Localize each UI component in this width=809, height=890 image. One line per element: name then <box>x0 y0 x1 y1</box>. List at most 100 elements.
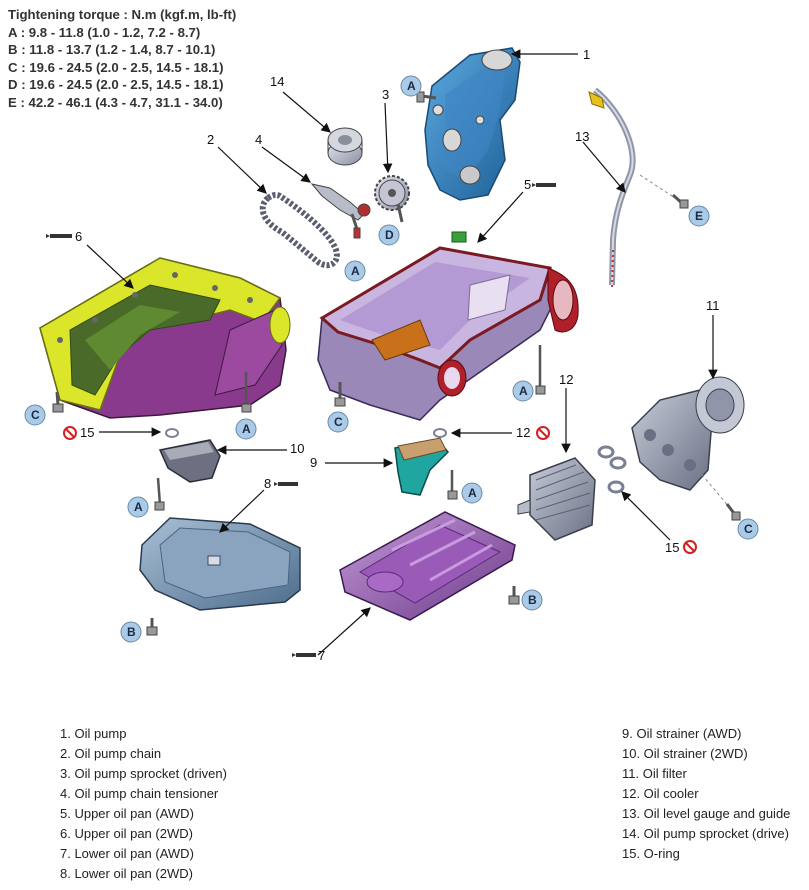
torque-line-a: A : 9.8 - 11.8 (1.0 - 1.2, 7.2 - 8.7) <box>8 24 201 40</box>
o-ring-strainer-2wd <box>165 428 179 438</box>
svg-text:C: C <box>31 408 40 422</box>
torque-line-e: E : 42.2 - 46.1 (4.3 - 4.7, 31.1 - 34.0) <box>8 94 223 110</box>
bolt-a-strainer-awd <box>447 470 458 500</box>
oil-pump <box>424 47 521 201</box>
sealant-tube-icon <box>292 653 316 657</box>
torque-badge-c: C <box>24 404 46 426</box>
oil-strainer-2wd <box>158 439 221 483</box>
callout-14: 14 <box>270 74 284 89</box>
lower-oil-pan-awd <box>339 511 516 621</box>
bolt-a-oil-pump <box>416 91 437 103</box>
oil-level-gauge-and-guide <box>588 87 689 291</box>
torque-spec: Tightening torque : N.m (kgf.m, lb-ft) A… <box>8 6 236 112</box>
legend-item: 5. Upper oil pan (AWD) <box>60 806 194 821</box>
callout-4: 4 <box>255 132 262 147</box>
o-ring-set-right <box>597 445 627 494</box>
legend-item: 15. O-ring <box>622 846 680 861</box>
callout-12b: 12 <box>516 425 530 440</box>
legend-item: 12. Oil cooler <box>622 786 699 801</box>
oil-strainer-awd <box>394 437 450 496</box>
oil-pump-chain-tensioner <box>310 183 371 239</box>
torque-badge-a: A <box>400 75 422 97</box>
upper-oil-pan-2wd <box>39 257 291 419</box>
svg-text:C: C <box>744 522 753 536</box>
parts-legend-left: 1. Oil pump 2. Oil pump chain 3. Oil pum… <box>60 724 227 884</box>
legend-item: 7. Lower oil pan (AWD) <box>60 846 194 861</box>
torque-line-c: C : 19.6 - 24.5 (2.0 - 2.5, 14.5 - 18.1) <box>8 59 224 75</box>
oil-pump-sprocket-drive <box>327 127 363 166</box>
bolt-a-strainer-2wd <box>154 477 165 511</box>
callout-3: 3 <box>382 87 389 102</box>
no-reuse-icon <box>63 426 77 440</box>
svg-text:A: A <box>519 384 528 398</box>
legend-item: 11. Oil filter <box>622 766 687 781</box>
legend-item: 9. Oil strainer (AWD) <box>622 726 742 741</box>
torque-badge-e: E <box>688 205 710 227</box>
sealant-tube-icon <box>532 183 556 187</box>
oil-cooler <box>517 457 596 541</box>
callout-6: 6 <box>75 229 82 244</box>
svg-text:A: A <box>134 500 143 514</box>
svg-text:B: B <box>528 593 537 607</box>
oil-filter <box>631 376 745 521</box>
torque-badge-b: B <box>120 621 142 643</box>
callout-1: 1 <box>583 47 590 62</box>
legend-item: 2. Oil pump chain <box>60 746 162 761</box>
legend-item: 14. Oil pump sprocket (drive) <box>622 826 789 841</box>
svg-text:D: D <box>385 228 394 242</box>
bolt-b-lower-awd <box>508 586 520 605</box>
svg-text:A: A <box>351 264 360 278</box>
torque-line-b: B : 11.8 - 13.7 (1.2 - 1.4, 8.7 - 10.1) <box>8 42 216 58</box>
callout-15a: 15 <box>80 425 94 440</box>
callout-9: 9 <box>310 455 317 470</box>
legend-item: 3. Oil pump sprocket (driven) <box>60 766 227 781</box>
leader-lines <box>86 49 718 656</box>
callout-7: 7 <box>318 648 325 663</box>
callout-8: 8 <box>264 476 271 491</box>
no-reuse-icon <box>683 540 697 554</box>
callout-10: 10 <box>290 441 304 456</box>
svg-text:C: C <box>334 415 343 429</box>
bolt-c-upper-awd <box>334 382 346 407</box>
callout-5: 5 <box>524 177 531 192</box>
torque-badge-a: A <box>235 418 257 440</box>
sealant-tube-icon <box>46 234 72 238</box>
callout-13: 13 <box>575 129 589 144</box>
legend-item: 10. Oil strainer (2WD) <box>622 746 748 761</box>
oil-pump-chain <box>259 191 340 269</box>
torque-badge-d: D <box>378 224 400 246</box>
bolt-a-upper-2wd <box>241 372 252 413</box>
torque-badge-a: A <box>344 260 366 282</box>
torque-badge-a: A <box>512 380 534 402</box>
torque-badge-a: A <box>127 496 149 518</box>
bolt-a-upper-awd <box>535 345 546 395</box>
upper-oil-pan-awd <box>317 231 579 421</box>
o-ring-strainer-awd <box>433 428 447 438</box>
legend-item: 1. Oil pump <box>60 726 127 741</box>
oil-pump-sprocket-driven <box>374 175 410 223</box>
legend-item: 6. Upper oil pan (2WD) <box>60 826 193 841</box>
bolt-b-lower-2wd <box>146 618 158 636</box>
no-reuse-icon <box>536 426 550 440</box>
exploded-diagram: 1 2 3 4 5 6 7 8 9 10 11 12 13 14 15 12 1… <box>24 47 759 663</box>
torque-badge-a: A <box>461 482 483 504</box>
legend-item: 8. Lower oil pan (2WD) <box>60 866 193 881</box>
torque-badge-b: B <box>521 589 543 611</box>
callout-11: 11 <box>706 298 720 313</box>
legend-item: 4. Oil pump chain tensioner <box>60 786 219 801</box>
lower-oil-pan-2wd <box>139 517 301 611</box>
svg-text:B: B <box>127 625 136 639</box>
parts-legend-right: 9. Oil strainer (AWD) 10. Oil strainer (… <box>622 724 790 864</box>
callout-15b: 15 <box>665 540 679 555</box>
bolt-c-upper-2wd <box>52 391 64 413</box>
svg-text:A: A <box>242 422 251 436</box>
callout-12a: 12 <box>559 372 573 387</box>
callout-2: 2 <box>207 132 214 147</box>
sealant-tube-icon <box>274 482 298 486</box>
torque-title: Tightening torque : N.m (kgf.m, lb-ft) <box>8 7 237 22</box>
svg-text:E: E <box>695 209 703 223</box>
legend-item: 13. Oil level gauge and guide <box>622 806 791 821</box>
svg-text:A: A <box>468 486 477 500</box>
torque-badge-c: C <box>327 411 349 433</box>
torque-badge-c: C <box>737 518 759 540</box>
